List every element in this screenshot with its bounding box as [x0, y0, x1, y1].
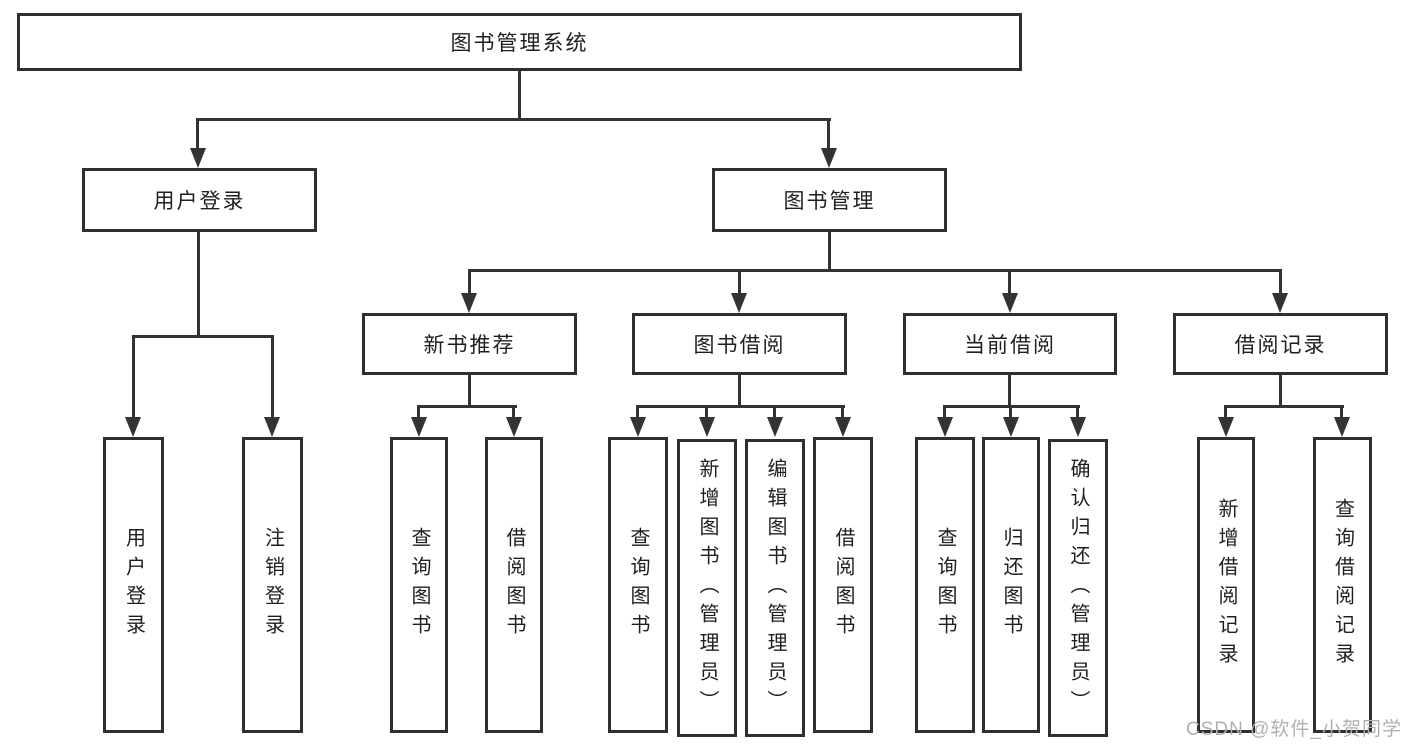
leaf-user-login-label: 用户登录: [122, 527, 145, 643]
node-borrow-records: 借阅记录: [1173, 313, 1388, 375]
node-book-management-label: 图书管理: [783, 190, 876, 213]
leaf-query-borrow-record-label: 查询借阅记录: [1331, 498, 1354, 672]
arrowhead-down-icon: [1002, 293, 1018, 313]
arrowhead-down-icon: [835, 417, 851, 437]
arrowhead-down-icon: [699, 417, 715, 437]
leaf-query-books-1-label: 查询图书: [408, 527, 430, 643]
connector-hline: [132, 335, 274, 338]
node-book-borrow-label: 图书借阅: [693, 334, 786, 357]
connector-vline: [197, 232, 200, 338]
connector-vline: [1008, 269, 1011, 297]
node-root: 图书管理系统: [17, 13, 1022, 71]
connector-vline: [468, 375, 471, 408]
arrowhead-down-icon: [630, 417, 646, 437]
connector-vline: [841, 405, 844, 419]
connector-vline: [705, 405, 708, 419]
connector-vline: [271, 335, 274, 419]
arrowhead-down-icon: [821, 148, 837, 168]
leaf-confirm-return-admin-label: 确认归还（管理员）: [1067, 457, 1089, 719]
arrowhead-down-icon: [461, 293, 477, 313]
leaf-query-books-1: 查询图书: [390, 437, 448, 733]
arrowhead-down-icon: [767, 417, 783, 437]
arrowhead-down-icon: [1334, 417, 1350, 437]
leaf-add-book-admin: 新增图书（管理员）: [677, 439, 737, 737]
connector-vline: [1279, 269, 1282, 297]
arrowhead-down-icon: [1070, 417, 1086, 437]
arrowhead-down-icon: [411, 417, 427, 437]
leaf-query-books-2-label: 查询图书: [627, 527, 649, 643]
leaf-edit-book-admin: 编辑图书（管理员）: [745, 439, 805, 737]
connector-vline: [1008, 375, 1011, 408]
connector-hline: [468, 269, 1282, 272]
leaf-logout-label: 注销登录: [261, 527, 284, 643]
connector-vline: [636, 405, 639, 419]
arrowhead-down-icon: [506, 417, 522, 437]
arrowhead-down-icon: [731, 293, 747, 313]
leaf-return-book: 归还图书: [982, 437, 1040, 733]
node-user-login: 用户登录: [82, 168, 317, 232]
leaf-query-books-3: 查询图书: [915, 437, 975, 733]
arrowhead-down-icon: [1003, 417, 1019, 437]
connector-vline: [512, 405, 515, 419]
connector-hline: [636, 405, 845, 408]
node-new-book-recommend: 新书推荐: [362, 313, 577, 375]
leaf-borrow-books-1-label: 借阅图书: [503, 527, 525, 643]
arrowhead-down-icon: [1218, 417, 1234, 437]
connector-vline: [1279, 375, 1282, 408]
connector-vline: [943, 405, 946, 419]
leaf-confirm-return-admin: 确认归还（管理员）: [1048, 439, 1108, 737]
connector-hline: [417, 405, 517, 408]
leaf-logout: 注销登录: [242, 437, 303, 733]
leaf-query-books-3-label: 查询图书: [934, 527, 956, 643]
leaf-add-borrow-record: 新增借阅记录: [1197, 437, 1255, 733]
arrowhead-down-icon: [264, 417, 280, 437]
leaf-user-login: 用户登录: [103, 437, 164, 733]
leaf-query-borrow-record: 查询借阅记录: [1313, 437, 1372, 733]
leaf-return-book-label: 归还图书: [1000, 527, 1022, 643]
arrowhead-down-icon: [125, 417, 141, 437]
leaf-borrow-books-2-label: 借阅图书: [832, 527, 854, 643]
leaf-add-book-admin-label: 新增图书（管理员）: [696, 457, 718, 719]
connector-vline: [468, 269, 471, 297]
watermark: CSDN @软件_小贺同学: [1186, 719, 1402, 740]
leaf-borrow-books-1: 借阅图书: [485, 437, 543, 733]
connector-vline: [417, 405, 420, 419]
node-user-login-label: 用户登录: [153, 190, 246, 213]
connector-hline: [197, 118, 831, 121]
leaf-query-books-2: 查询图书: [608, 437, 668, 733]
leaf-borrow-books-2: 借阅图书: [813, 437, 873, 733]
connector-vline: [738, 375, 741, 408]
connector-vline: [132, 335, 135, 419]
node-root-label: 图书管理系统: [450, 32, 589, 55]
connector-vline: [1009, 405, 1012, 419]
connector-vline: [827, 118, 830, 151]
connector-vline: [1224, 405, 1227, 419]
node-new-book-recommend-label: 新书推荐: [423, 334, 516, 357]
connector-vline: [828, 232, 831, 272]
node-current-borrow: 当前借阅: [903, 313, 1117, 375]
arrowhead-down-icon: [937, 417, 953, 437]
node-book-borrow: 图书借阅: [632, 313, 847, 375]
connector-vline: [1340, 405, 1343, 419]
connector-vline: [773, 405, 776, 419]
leaf-add-borrow-record-label: 新增借阅记录: [1215, 498, 1237, 672]
arrowhead-down-icon: [190, 148, 206, 168]
connector-vline: [196, 118, 199, 151]
connector-vline: [738, 269, 741, 297]
leaf-edit-book-admin-label: 编辑图书（管理员）: [764, 457, 786, 719]
connector-vline: [518, 71, 521, 121]
connector-vline: [1076, 405, 1079, 419]
node-current-borrow-label: 当前借阅: [964, 334, 1056, 357]
arrowhead-down-icon: [1272, 293, 1288, 313]
node-borrow-records-label: 借阅记录: [1234, 334, 1327, 357]
node-book-management: 图书管理: [712, 168, 947, 232]
connector-hline: [1224, 405, 1344, 408]
